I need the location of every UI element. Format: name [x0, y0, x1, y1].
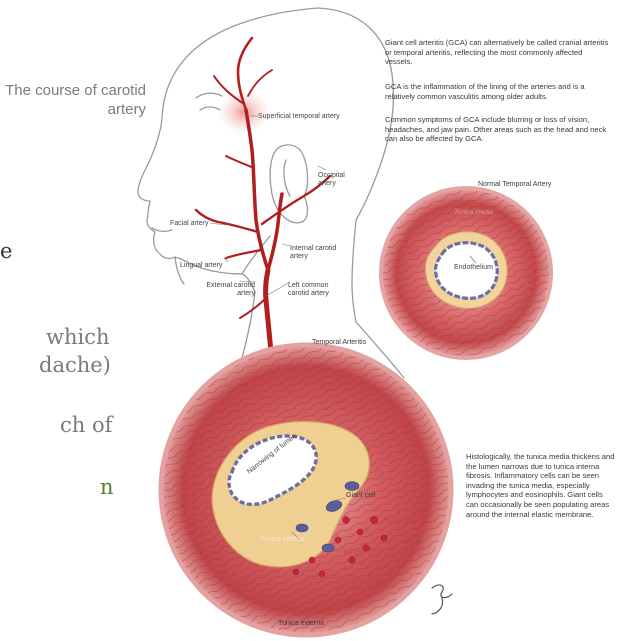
ear-inner [284, 160, 290, 196]
text-fragment-which: which [46, 325, 110, 349]
label-normal-temporal-artery: Normal Temporal Artery [478, 181, 551, 189]
eye [200, 107, 220, 110]
temple-inflammation-glow [218, 90, 270, 134]
label-endothelium: Endothelium [454, 264, 493, 272]
neck-back [352, 220, 356, 322]
label-occipital-artery: Occipital artery [318, 172, 354, 188]
label-lingual-artery: Lingual artery [180, 262, 222, 270]
histology-note: Histologically, the tunica media thicken… [466, 452, 616, 519]
text-fragment-ch-of: ch of [60, 413, 112, 437]
gca-note-3: Common symptoms of GCA include blurring … [385, 115, 611, 144]
label-tunica-interna: Tunica interna [260, 536, 304, 544]
text-fragment-dache: dache) [39, 353, 111, 377]
text-fragment-n: n [100, 475, 114, 499]
label-eosinophil: Eosinophil [384, 517, 414, 524]
mouth [152, 228, 172, 231]
head-outline [138, 8, 404, 378]
label-tunica-externa: Tunica externa [278, 620, 324, 628]
gca-note-2: GCA is the inflammation of the lining of… [385, 82, 611, 101]
label-superficial-temporal-artery: Superficial temporal artery [258, 113, 340, 121]
ear [270, 145, 307, 223]
lingual-artery [226, 250, 262, 258]
arteritis-cross-section [161, 345, 451, 635]
label-tunica-media: Tunica media [454, 209, 493, 216]
label-internal-elastic-membrane: Internal elastic membrane [306, 574, 382, 581]
external-carotid-artery [246, 110, 268, 270]
label-giant-cell: Giant cell [346, 492, 375, 500]
maxillary-branch [226, 156, 254, 168]
brow [196, 93, 222, 98]
label-internal-carotid-artery: Internal carotid artery [290, 245, 340, 261]
carotid-arteries [196, 38, 330, 362]
carotid-caption: The course of carotid artery [4, 81, 146, 119]
label-external-carotid-artery: External carotid artery [205, 282, 255, 298]
artist-signature [432, 585, 452, 614]
label-facial-artery: Facial artery [170, 220, 209, 228]
label-left-common-carotid-artery: Left common carotid artery [288, 282, 344, 298]
label-temporal-arteritis: Temporal Arteritis [312, 339, 366, 347]
gca-note-1: Giant cell arteritis (GCA) can alternati… [385, 38, 611, 67]
text-fragment-e: e [0, 239, 12, 263]
label-lymphocyte: Lymphocyte [344, 549, 379, 556]
